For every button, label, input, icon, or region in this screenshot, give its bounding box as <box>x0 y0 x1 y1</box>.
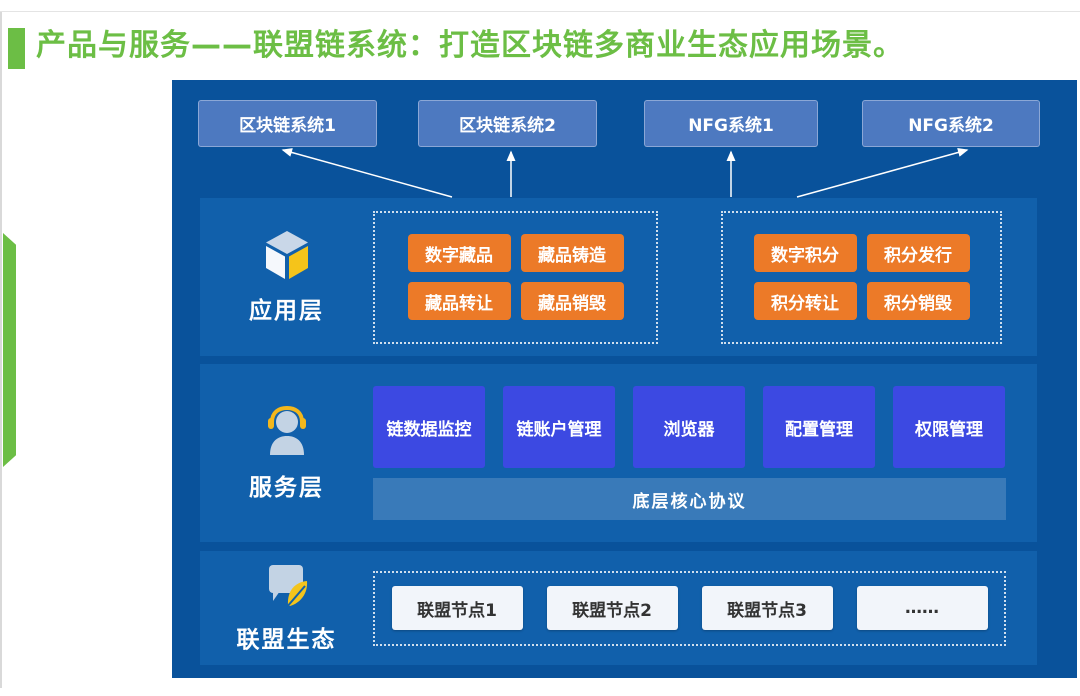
ecosystem-layer-content: 联盟节点1 联盟节点2 联盟节点3 …… <box>373 551 1037 665</box>
top-divider <box>0 11 1080 12</box>
service-layer-heading: 服务层 <box>200 364 373 542</box>
page-title: 产品与服务——联盟链系统：打造区块链多商业生态应用场景。 <box>36 28 904 63</box>
alliance-node-1: 联盟节点1 <box>391 586 523 630</box>
module-explorer: 浏览器 <box>633 386 745 468</box>
service-layer-panel: 服务层 链数据监控 链账户管理 浏览器 配置管理 权限管理 底层核心协议 <box>200 364 1037 542</box>
module-digital-collection: 数字藏品 <box>407 234 511 272</box>
service-layer-content: 链数据监控 链账户管理 浏览器 配置管理 权限管理 底层核心协议 <box>373 364 1037 542</box>
screen-leaf-icon <box>263 563 311 613</box>
system-box-blockchain-2: 区块链系统2 <box>418 100 597 147</box>
alliance-node-more: …… <box>856 586 988 630</box>
application-layer-panel: 应用层 数字藏品 藏品铸造 藏品转让 藏品销毁 数字积分 积分发行 积分转让 <box>200 198 1037 356</box>
module-collection-mint: 藏品铸造 <box>520 234 624 272</box>
application-layer-label: 应用层 <box>249 297 324 324</box>
architecture-diagram-panel: 区块链系统1 区块链系统2 NFG系统1 NFG系统2 应用层 <box>172 80 1077 678</box>
ecosystem-layer-label: 联盟生态 <box>236 626 337 653</box>
cube-icon <box>264 230 310 284</box>
collection-group-box: 数字藏品 藏品铸造 藏品转让 藏品销毁 <box>373 210 658 344</box>
system-box-label: 区块链系统1 <box>239 116 336 136</box>
left-green-ribbon <box>3 233 16 467</box>
left-edge-divider <box>0 12 2 688</box>
module-points-transfer: 积分转让 <box>753 282 857 320</box>
application-layer-heading: 应用层 <box>200 198 373 356</box>
module-points-burn: 积分销毁 <box>866 282 970 320</box>
module-collection-burn: 藏品销毁 <box>520 282 624 320</box>
ecosystem-layer-heading: 联盟生态 <box>200 551 373 665</box>
module-digital-points: 数字积分 <box>753 234 857 272</box>
system-box-nfg-1: NFG系统1 <box>644 100 818 147</box>
alliance-nodes-box: 联盟节点1 联盟节点2 联盟节点3 …… <box>373 570 1006 646</box>
application-layer-content: 数字藏品 藏品铸造 藏品转让 藏品销毁 数字积分 积分发行 积分转让 积分销毁 <box>373 198 1037 356</box>
alliance-node-2: 联盟节点2 <box>546 586 678 630</box>
module-chain-account-mgmt: 链账户管理 <box>503 386 615 468</box>
service-layer-label: 服务层 <box>249 474 324 501</box>
module-collection-transfer: 藏品转让 <box>407 282 511 320</box>
system-box-label: NFG系统2 <box>908 116 994 136</box>
module-config-mgmt: 配置管理 <box>763 386 875 468</box>
system-box-nfg-2: NFG系统2 <box>862 100 1040 147</box>
arrow-to-system-4 <box>796 148 969 198</box>
ecosystem-layer-panel: 联盟生态 联盟节点1 联盟节点2 联盟节点3 …… <box>200 551 1037 665</box>
module-chain-data-monitor: 链数据监控 <box>373 386 485 468</box>
system-box-label: NFG系统1 <box>688 116 774 136</box>
system-box-label: 区块链系统2 <box>459 116 556 136</box>
core-protocol-bar: 底层核心协议 <box>373 478 1006 520</box>
arrow-to-system-1 <box>281 148 453 198</box>
headset-person-icon <box>262 405 312 461</box>
alliance-node-3: 联盟节点3 <box>701 586 833 630</box>
module-permission-mgmt: 权限管理 <box>893 386 1005 468</box>
module-points-issue: 积分发行 <box>866 234 970 272</box>
title-accent-bar <box>8 28 25 69</box>
points-group-box: 数字积分 积分发行 积分转让 积分销毁 <box>721 210 1002 344</box>
system-box-blockchain-1: 区块链系统1 <box>198 100 377 147</box>
